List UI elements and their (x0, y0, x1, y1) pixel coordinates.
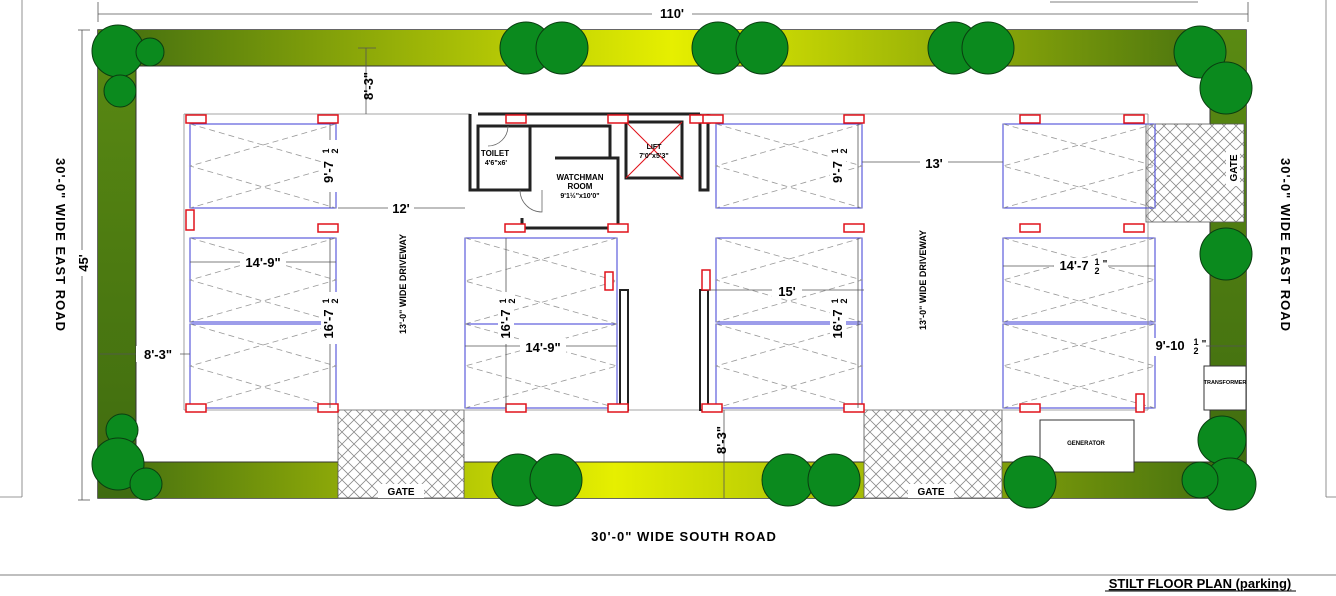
gate-left-label: GATE (387, 487, 414, 498)
overall-depth-dimension: 45' (74, 29, 91, 501)
svg-text:9'-7: 9'-7 (321, 161, 336, 183)
driveway-left-label: 13'-0" WIDE DRIVEWAY (398, 234, 408, 334)
svg-text:2: 2 (330, 148, 340, 153)
east-road-label: 30'-0" WIDE EAST ROAD (1278, 158, 1293, 332)
trees (91, 21, 1257, 511)
svg-text:2: 2 (1094, 266, 1099, 276)
svg-text:16'-7: 16'-7 (830, 309, 845, 338)
dim-9-10-east: 9'-10 1 2 " (1150, 337, 1207, 356)
generator-box (1039, 419, 1135, 473)
columns (185, 114, 1145, 413)
toilet-size: 4'6"x6' (485, 160, 508, 167)
svg-text:": " (1202, 339, 1207, 350)
west-setback-label: 8'-3" (144, 347, 172, 362)
mid-span-label: 15' (778, 284, 796, 299)
south-road-label: 30'-0" WIDE SOUTH ROAD (591, 529, 777, 544)
svg-text:1: 1 (1193, 337, 1198, 347)
overall-width-dimension: 110' (97, 2, 1249, 22)
dim-16-7-center: 16'-7 1 2 (498, 292, 517, 344)
left-driveway-width-label: 12' (392, 201, 410, 216)
gate-left (337, 409, 465, 499)
dim-9-7-right: 9'-7 1 2 (830, 140, 849, 192)
transformer-label: TRANSFORMER (1204, 380, 1247, 386)
dim-16-7-right: 16'-7 1 2 (830, 292, 849, 344)
svg-text:9'-10: 9'-10 (1155, 338, 1184, 353)
svg-text:1: 1 (321, 298, 331, 303)
lift-label: LIFT (647, 144, 662, 151)
transformer-box (1203, 365, 1247, 411)
watchman-size: 9'1½"x10'0" (560, 192, 599, 200)
watchman-label-2: ROOM (568, 182, 593, 191)
west-road-label: 30'-0" WIDE EAST ROAD (53, 158, 68, 332)
overall-width-label: 110' (660, 6, 684, 21)
dim-14-7-right: 14'-7 1 2 " (1054, 257, 1108, 276)
svg-text:16'-7: 16'-7 (498, 309, 513, 338)
gate-right (863, 409, 1003, 499)
svg-text:16'-7: 16'-7 (321, 309, 336, 338)
overall-depth-label: 45' (76, 254, 91, 272)
lift-size: 7'0"x5'3" (639, 153, 668, 160)
right-driveway-width-label: 13' (925, 156, 943, 171)
svg-text:2: 2 (507, 298, 517, 303)
center-bay-width-label: 14'-9" (525, 340, 560, 355)
svg-text:14'-7: 14'-7 (1059, 258, 1088, 273)
gate-right-label: GATE (917, 487, 944, 498)
svg-text:": " (1103, 259, 1108, 270)
svg-text:1: 1 (321, 148, 331, 153)
svg-text:2: 2 (330, 298, 340, 303)
driveway-right-label: 13'-0" WIDE DRIVEWAY (918, 230, 928, 330)
svg-text:9'-7: 9'-7 (830, 161, 845, 183)
south-setback-label: 8'-3" (714, 426, 729, 454)
left-bay-width-label: 14'-9" (245, 255, 280, 270)
watchman-label-1: WATCHMAN (557, 173, 604, 182)
generator-label: GENERATOR (1067, 441, 1105, 447)
dim-9-7-left: 9'-7 1 2 (321, 140, 340, 192)
svg-text:2: 2 (839, 148, 849, 153)
svg-text:2: 2 (1193, 346, 1198, 356)
svg-text:1: 1 (1094, 257, 1099, 267)
gate-east-label: GATE (1229, 154, 1240, 181)
north-setback-label: 8'-3" (361, 72, 376, 100)
svg-text:2: 2 (839, 298, 849, 303)
svg-text:1: 1 (498, 298, 508, 303)
car-diagonals (188, 123, 1157, 409)
toilet-label: TOILET (481, 149, 509, 158)
drawing-title: STILT FLOOR PLAN (parking) (1109, 576, 1291, 591)
svg-text:1: 1 (830, 298, 840, 303)
dim-16-7-left: 16'-7 1 2 (321, 292, 340, 344)
svg-text:1: 1 (830, 148, 840, 153)
